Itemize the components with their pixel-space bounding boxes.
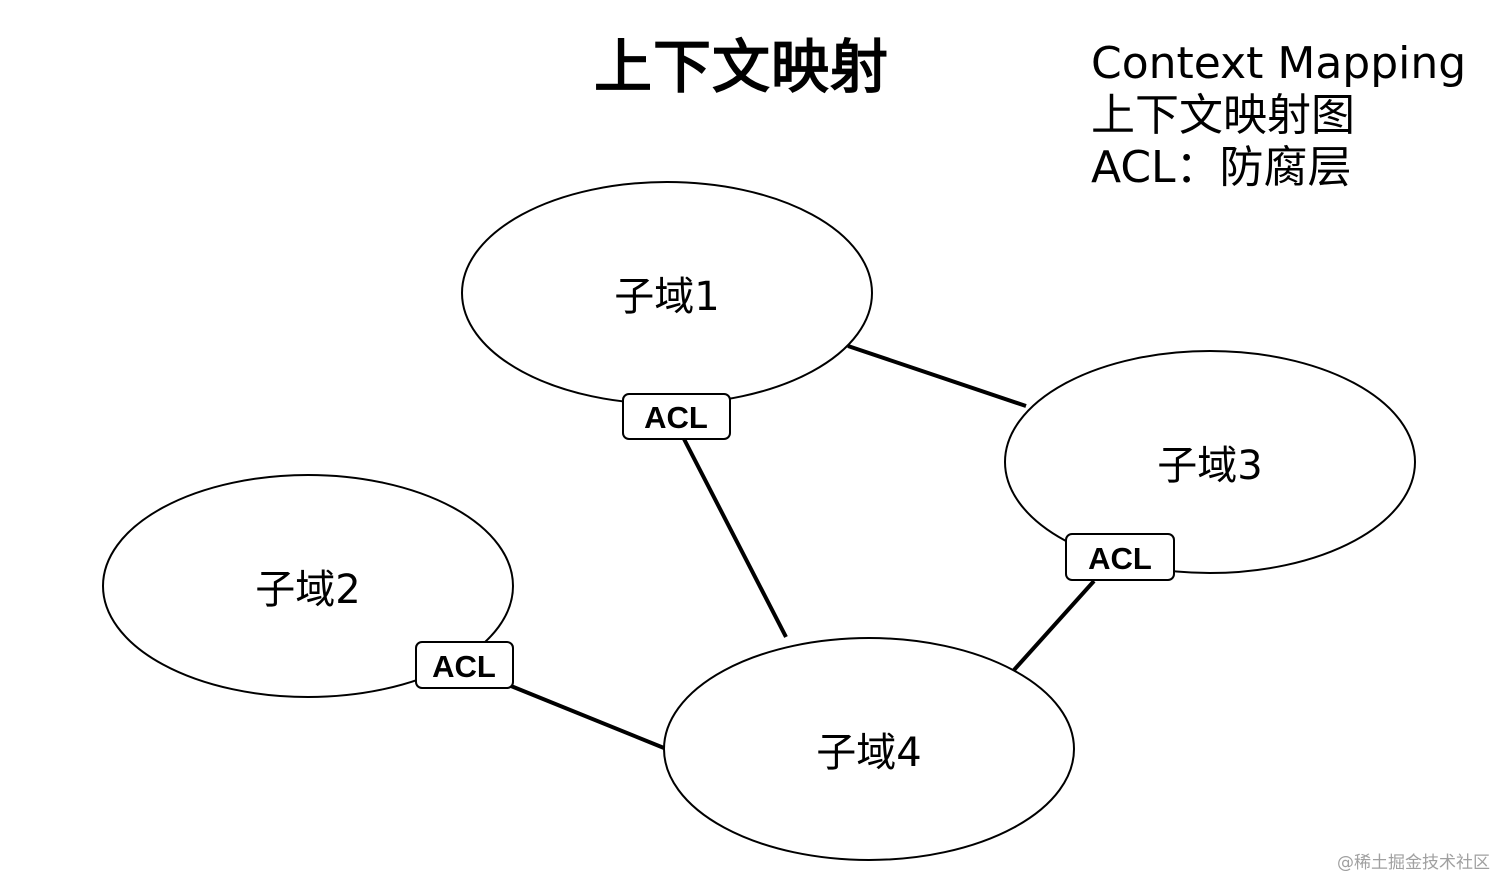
diagram-title: 上下文映射	[594, 33, 890, 101]
domain-3-node	[1004, 350, 1416, 574]
legend-line-english: Context Mapping	[1091, 38, 1467, 89]
watermark: @稀土掘金技术社区	[1337, 853, 1490, 873]
domain-4-label: 子域4	[816, 730, 921, 776]
acl-box-domain-2	[415, 641, 514, 689]
domain-3-label: 子域3	[1157, 443, 1262, 489]
acl-box-domain-1	[622, 393, 731, 440]
domain-1-label: 子域1	[614, 274, 719, 320]
legend: Context Mapping 上下文映射图 ACL：防腐层	[1091, 38, 1466, 194]
connector-acl1-d4	[682, 438, 788, 638]
domain-4-node	[663, 637, 1075, 861]
legend-line-chinese: 上下文映射图	[1091, 90, 1355, 141]
acl-label-domain-2: ACL	[432, 649, 496, 684]
acl-label-domain-3: ACL	[1088, 541, 1152, 576]
acl-label-domain-1: ACL	[644, 400, 708, 435]
acl-box-domain-3	[1065, 533, 1175, 581]
connector-d1-d3	[847, 344, 1027, 408]
connector-acl2-d4	[510, 684, 665, 750]
legend-line-acl: ACL：防腐层	[1091, 142, 1352, 193]
domain-2-node	[102, 474, 514, 698]
connector-acl3-d4	[1012, 579, 1096, 672]
domain-2-label: 子域2	[255, 567, 360, 613]
